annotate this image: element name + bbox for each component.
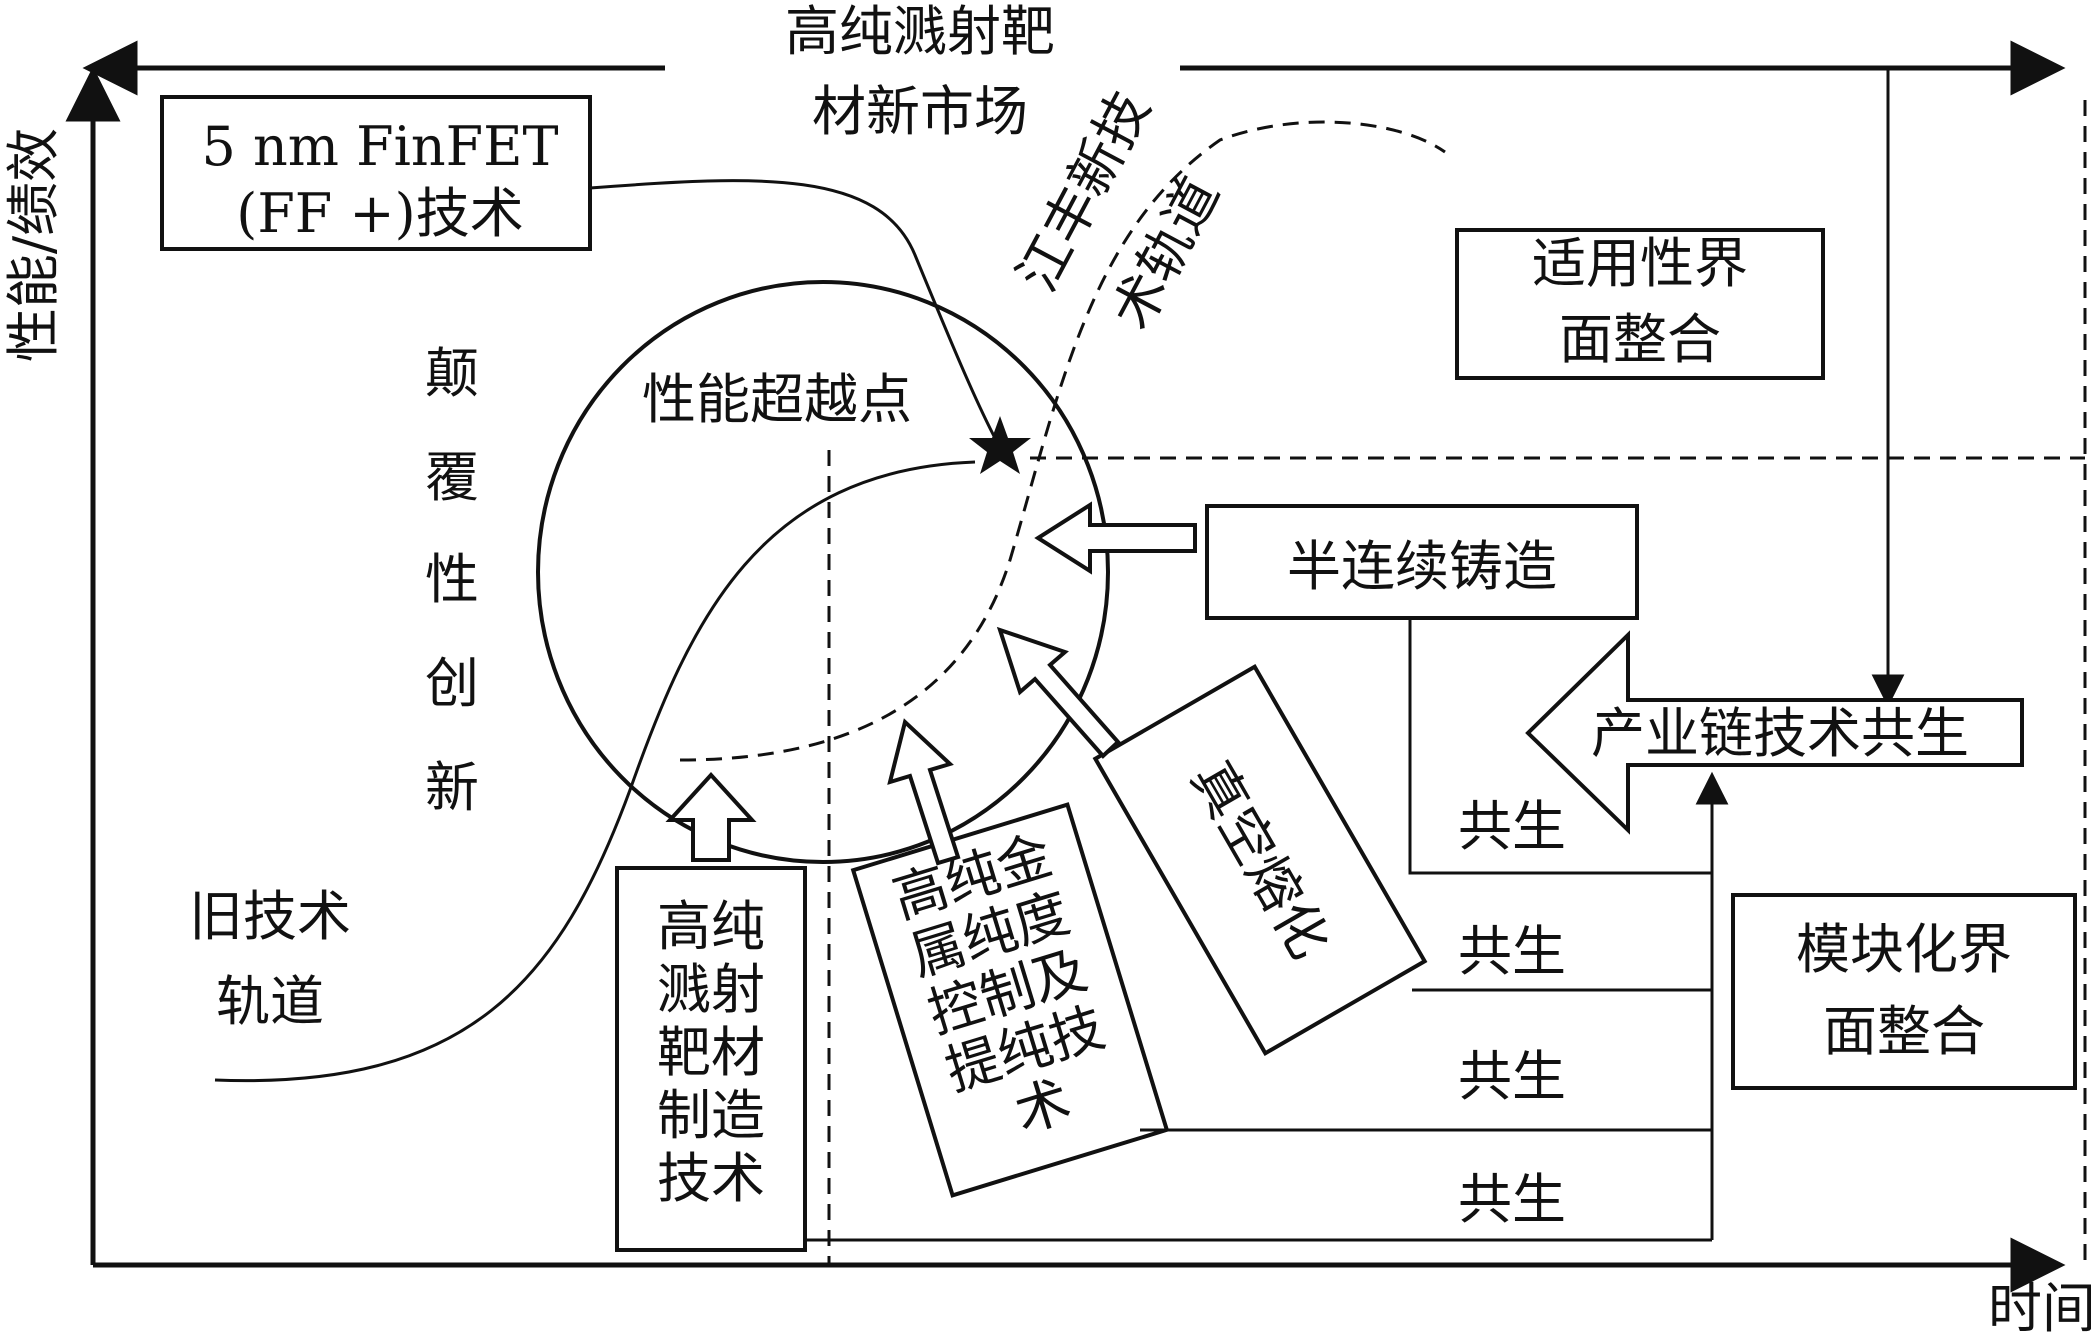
applicable-interface-box	[1455, 228, 1825, 380]
vacuum-melting-box	[1092, 664, 1428, 1056]
target-hollow-arrow	[665, 772, 757, 862]
vacuum-hollow-arrow	[996, 626, 1121, 759]
purity-hollow-arrow	[887, 718, 961, 866]
disruptive-char-4: 创	[425, 652, 479, 715]
purity-control-group: 高纯金 属纯度 控制及 提纯技 术	[850, 802, 1170, 1198]
old-technology-trajectory	[214, 460, 976, 1083]
jf-new-technology-trajectory	[679, 120, 1446, 762]
purity-control-box	[850, 802, 1170, 1198]
disruptive-char-2: 覆	[425, 446, 479, 509]
modular-interface-box	[1731, 893, 2077, 1090]
finfet-line1: 5 nm FinFET	[201, 115, 558, 178]
disruption-circle	[536, 280, 1110, 864]
symbiosis-label-1: 共生	[1458, 795, 1566, 858]
target-line1: 高纯	[657, 895, 765, 958]
x-axis-label: 时间	[1988, 1277, 2091, 1337]
old-trajectory-line2: 轨道	[216, 970, 324, 1033]
symbiosis-label-3: 共生	[1458, 1045, 1566, 1108]
symbiosis-connectors	[805, 618, 1729, 1242]
finfet-connector	[589, 179, 998, 441]
semi-continuous-casting-box	[1205, 504, 1639, 620]
vacuum-melting-group: 真空熔化	[1092, 664, 1428, 1056]
semi-continuous-casting-label: 半连续铸造	[1287, 535, 1557, 598]
modular-interface-line2: 面整合	[1823, 1000, 1985, 1063]
industry-symbiosis-label: 产业链技术共生	[1591, 702, 1969, 765]
sputtering-target-box	[615, 866, 807, 1252]
industry-symbiosis-block-arrow	[1525, 630, 2024, 835]
market-label-line1: 高纯溅射靶	[785, 0, 1055, 63]
applicable-interface-line1: 适用性界	[1532, 232, 1748, 295]
old-trajectory-line1: 旧技术	[189, 885, 351, 948]
target-line4: 制造	[657, 1084, 765, 1147]
jf-trajectory-line2: 术轨道	[1100, 167, 1232, 340]
target-line5: 技术	[657, 1147, 765, 1210]
target-line2: 溅射	[657, 958, 765, 1021]
crossover-star	[969, 416, 1031, 474]
modular-interface-line1: 模块化界	[1796, 918, 2012, 981]
symbiosis-label-2: 共生	[1458, 920, 1566, 983]
applicable-interface-line2: 面整合	[1559, 308, 1721, 371]
disruptive-char-5: 新	[425, 756, 479, 819]
finfet-box	[160, 95, 592, 251]
y-axis-label: 性能/绩效	[2, 128, 65, 362]
symbiosis-label-4: 共生	[1458, 1168, 1566, 1231]
disruptive-char-3: 性	[425, 548, 479, 611]
crossover-label: 性能超越点	[642, 368, 912, 431]
market-label-line2: 材新市场	[812, 80, 1028, 143]
finfet-line2: (FF +)技术	[236, 182, 523, 245]
casting-hollow-arrow	[1034, 501, 1197, 575]
target-line3: 靶材	[657, 1021, 765, 1084]
disruptive-char-1: 颠	[425, 342, 479, 405]
vacuum-melting-label: 真空熔化	[1179, 750, 1342, 969]
